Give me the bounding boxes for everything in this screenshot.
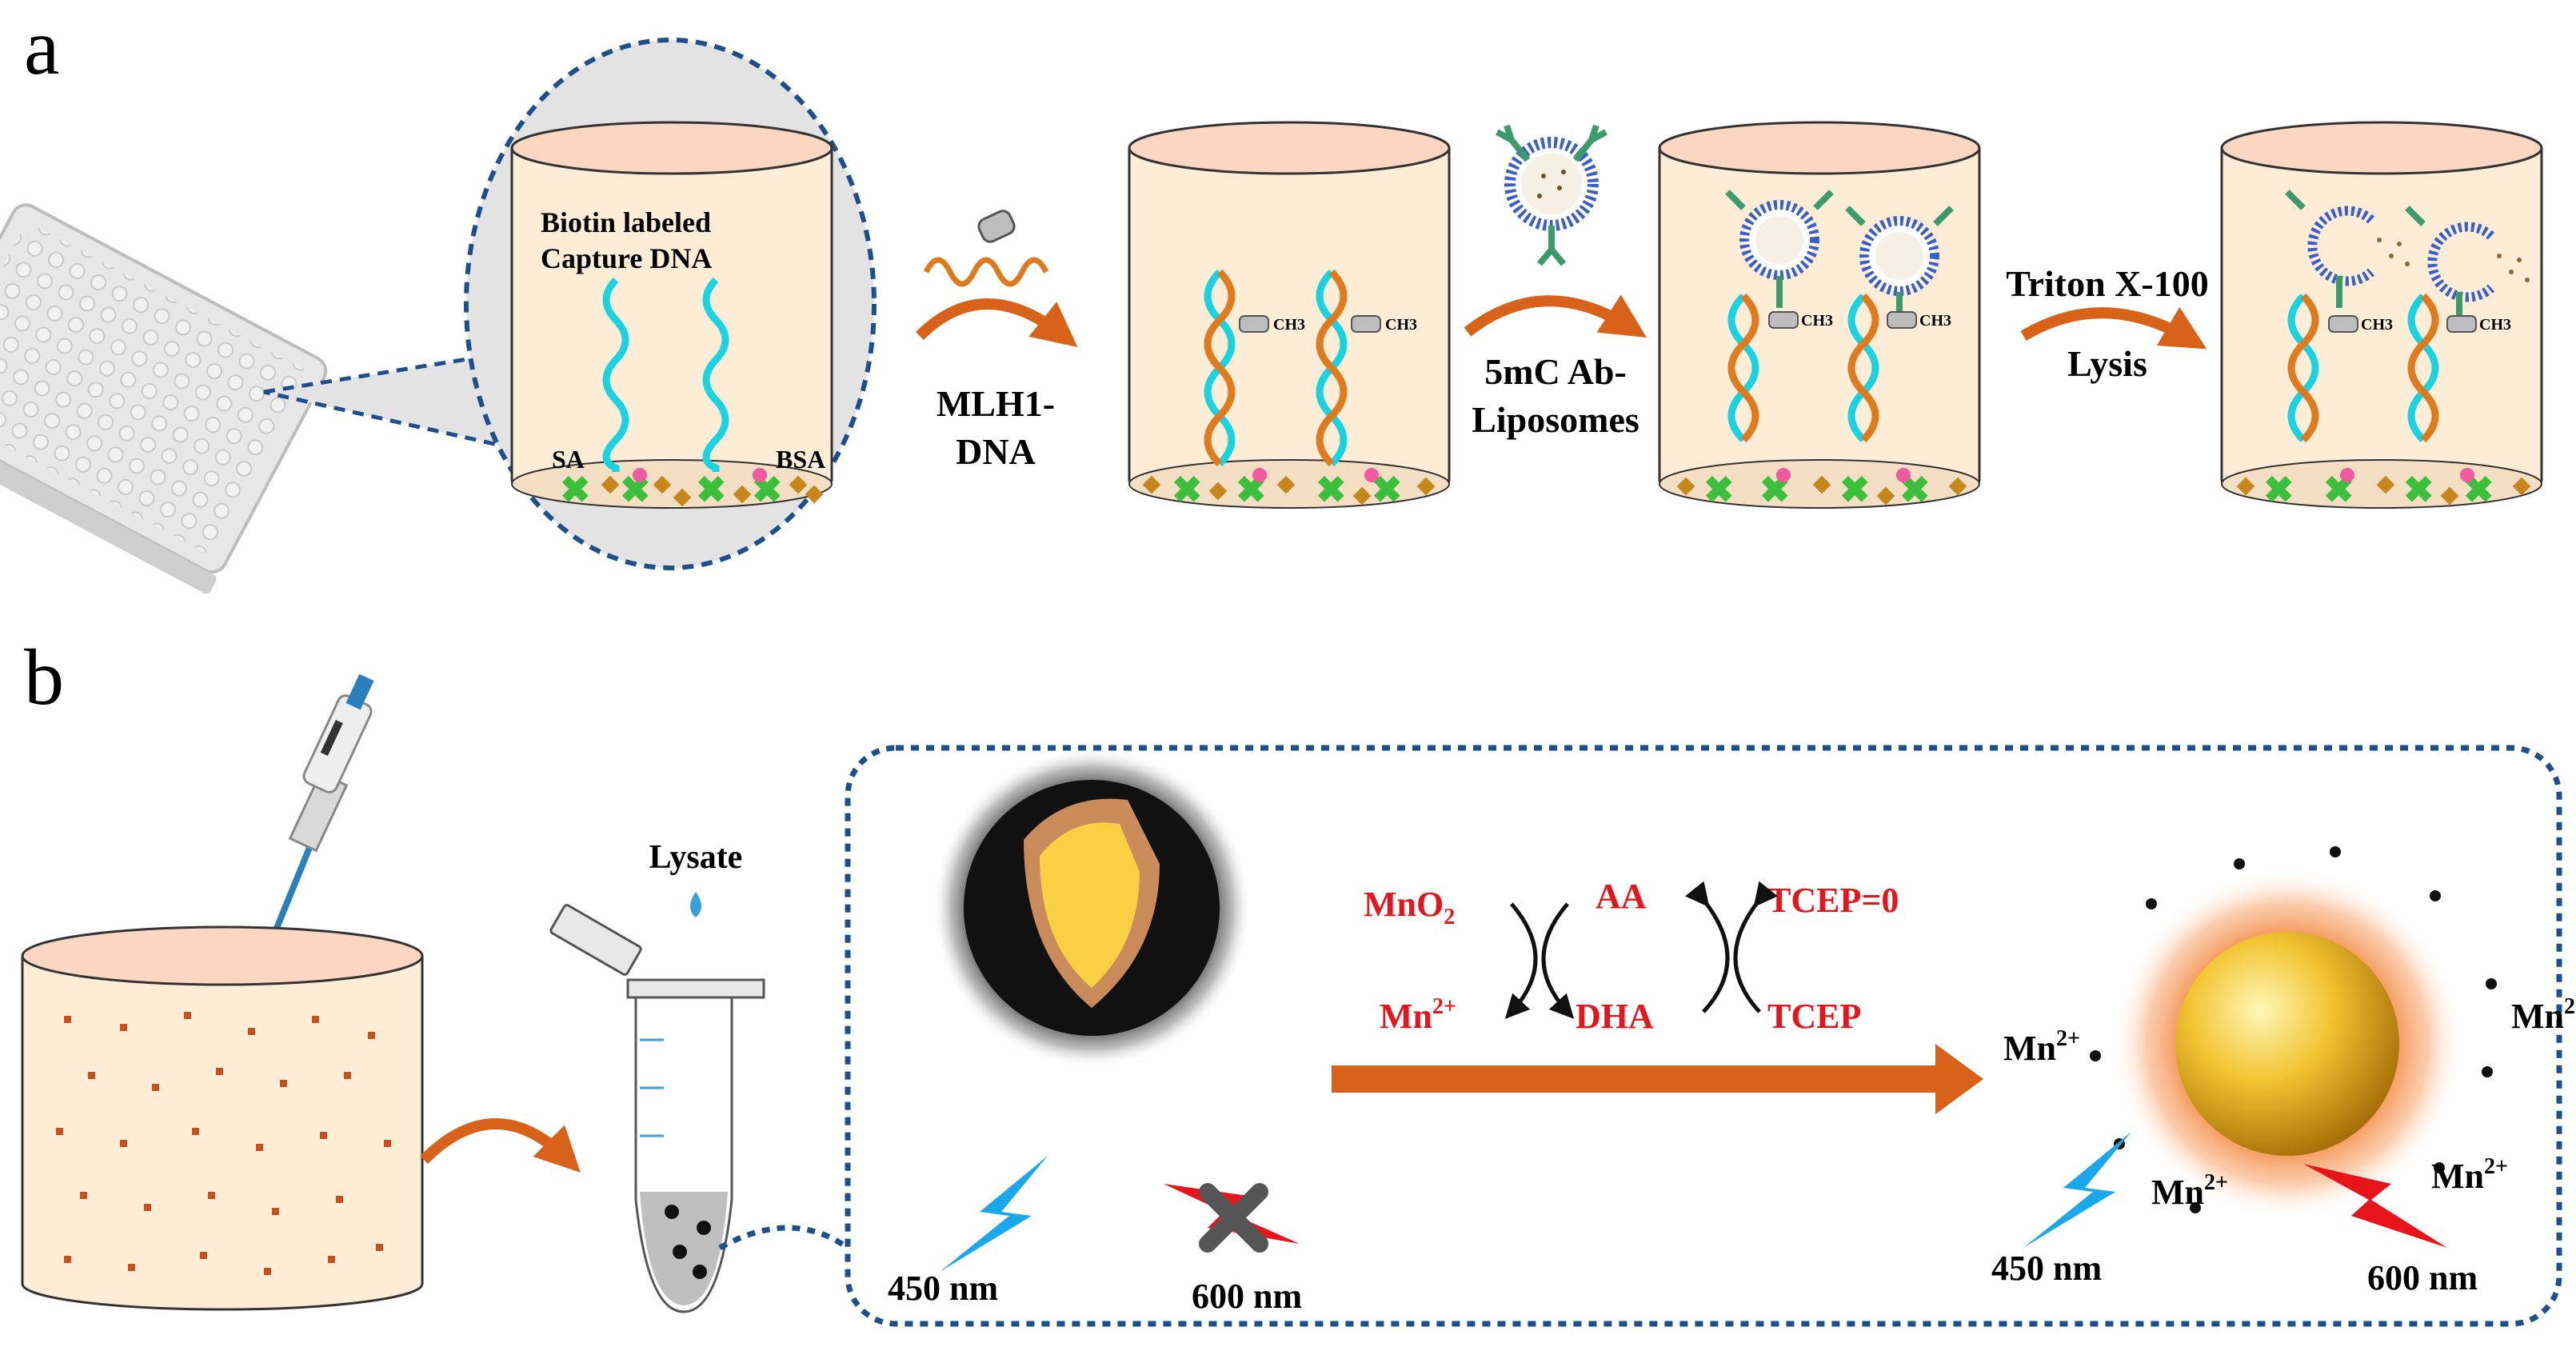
mno2-label: MnO2 [1364,885,1455,929]
svg-text:✖: ✖ [560,470,591,510]
capture-dna-strand-1 [602,277,629,472]
mn-ion-label-right: Mn2+ [2511,994,2576,1036]
ch3-tag-4: CH3 [1919,312,1951,330]
panel-a-label: a [24,2,59,91]
microplate [0,203,328,594]
bsa-label: BSA [776,445,825,474]
ch3-tag-3: CH3 [1801,312,1833,330]
redox-scheme: MnO2 Mn2+ AA DHA TCEP=0 TCEP [1364,877,1899,1036]
right-wavelength-450: 450 nm [1991,1249,2102,1288]
ch3-tag-2: CH3 [1385,316,1417,334]
sa-label: SA [552,445,585,474]
mno2-coated-nanoparticle [932,748,1252,1068]
dha-label: DHA [1576,997,1654,1036]
svg-text:✖: ✖ [2403,470,2434,510]
svg-text:✖: ✖ [1703,470,1735,510]
step-3-label-1: Triton X-100 [2006,263,2208,304]
svg-text:✖: ✖ [1839,470,1871,510]
transfer-arrow [420,1118,581,1173]
aa-label: AA [1596,877,1647,916]
panel-a: a Biotin labeled Capture DNA SA BSA ✖ ✖ [0,2,2543,594]
capture-dna-label-2: Capture DNA [541,242,712,274]
right-wavelength-600: 600 nm [2367,1258,2478,1297]
svg-text:✖: ✖ [696,470,727,510]
right-blue-flash-icon [2023,1132,2131,1248]
lysate-tube: Lysate [549,839,765,1313]
zoom-leader [718,1225,850,1251]
well-liposome-bound: CH3 CH3 ✖ ✖ ✖ ✖ [1658,121,1981,510]
antibody-liposome-icon [1496,124,1608,266]
right-red-flash-icon [2303,1164,2447,1248]
step-3-label-2: Lysis [2067,343,2147,384]
cell-particles [56,1012,391,1275]
mn2-label: Mn2+ [1380,994,1456,1036]
svg-text:✖: ✖ [2263,470,2294,510]
svg-text:✖: ✖ [1316,470,1347,510]
mn-ion-label-bottom: Mn2+ [2151,1170,2228,1212]
pipette-icon [267,674,374,945]
surface-proteins: ✖ ✖ ✖ ✖ [560,468,824,510]
reaction-arrow [1332,1044,1983,1114]
blocked-x-icon [1199,1183,1268,1253]
tcep-o-label: TCEP=0 [1767,881,1899,920]
ch3-tag-5: CH3 [2361,316,2393,334]
svg-text:✖: ✖ [1172,470,1203,510]
step-3: Triton X-100 Lysis [2006,263,2208,384]
panel-b-label: b [24,633,64,721]
well-capture: Biotin labeled Capture DNA SA BSA ✖ ✖ ✖ … [510,121,833,510]
capture-dna-strand-2 [702,277,729,472]
mn-ion-label-left: Mn2+ [2003,1026,2080,1068]
well-lysed: CH3 CH3 ✖ ✖ ✖ ✖ [2220,121,2543,510]
step-1-label-1: MLH1- [937,383,1055,424]
tcep-label: TCEP [1767,997,1861,1036]
left-wavelength-450: 450 nm [888,1269,998,1308]
step-1-label-2: DNA [956,431,1036,472]
reaction-box [845,745,2562,1327]
cell-well [21,925,424,1311]
panel-b: b [21,633,2576,1327]
mn-ion-label-bottom-right: Mn2+ [2431,1154,2508,1196]
ch3-tag-1: CH3 [1273,316,1305,334]
step-1: MLH1- DNA [916,210,1078,472]
lysate-label: Lysate [649,839,743,876]
capture-dna-label-1: Biotin labeled [541,206,711,238]
ch3-tag-6: CH3 [2479,316,2511,334]
methylated-dna-icon [923,257,1049,287]
well-mlh1-bound: CH3 CH3 ✖ ✖ ✖ ✖ [1128,121,1451,510]
step-2: 5mC Ab- Liposomes [1464,124,1647,440]
left-blue-flash-icon [940,1156,1048,1272]
step-2-label-1: 5mC Ab- [1484,351,1627,392]
gold-nanoparticle [2090,846,2497,1221]
mn-ion-dots [2090,846,2497,1221]
step-2-label-2: Liposomes [1472,399,1639,440]
left-wavelength-600: 600 nm [1192,1277,1302,1316]
